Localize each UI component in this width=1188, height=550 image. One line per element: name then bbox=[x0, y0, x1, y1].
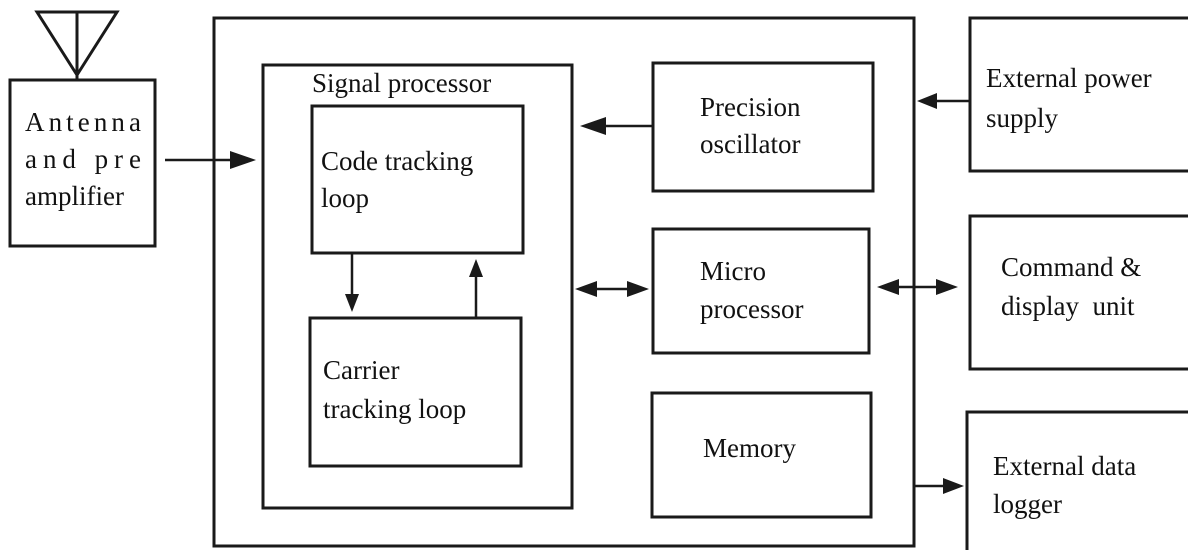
antenna-label-line-1: Antenna bbox=[25, 107, 141, 137]
carrier-tracking-loop-block: Carrier tracking loop bbox=[308, 316, 523, 468]
micro-processor-label-line-2: processor bbox=[700, 294, 803, 324]
antenna-label-line-3: amplifier bbox=[25, 181, 124, 211]
carrier-tracking-label-line-1: Carrier bbox=[323, 355, 399, 385]
arrow-code-to-carrier bbox=[345, 253, 359, 312]
memory-block: Memory bbox=[650, 391, 873, 519]
command-display-unit-block: Command & display unit bbox=[968, 214, 1188, 371]
arrow-power-to-receiver bbox=[917, 93, 970, 109]
arrow-oscillator-to-signal-processor bbox=[580, 117, 653, 135]
antenna-preamp-block: Antenna and pre amplifier bbox=[8, 78, 157, 248]
arrow-signal-processor-micro-processor bbox=[575, 281, 649, 297]
receiver-enclosure bbox=[212, 16, 916, 548]
precision-oscillator-label-line-1: Precision bbox=[700, 92, 801, 122]
external-power-label-line-1: External power bbox=[986, 63, 1152, 93]
external-power-label-line-2: supply bbox=[986, 103, 1059, 133]
carrier-tracking-label-line-2: tracking loop bbox=[323, 394, 466, 424]
antenna-icon bbox=[34, 10, 120, 80]
arrow-antenna-to-signal-processor bbox=[165, 151, 256, 169]
command-display-label-line-1: Command & bbox=[1001, 252, 1141, 282]
arrow-carrier-to-code bbox=[469, 259, 483, 318]
arrow-receiver-to-data-logger bbox=[914, 478, 964, 494]
external-power-supply-block: External power supply bbox=[968, 16, 1188, 173]
memory-label: Memory bbox=[703, 433, 796, 463]
code-tracking-label-line-2: loop bbox=[321, 183, 369, 213]
micro-processor-block: Micro processor bbox=[651, 227, 871, 355]
code-tracking-label-line-1: Code tracking bbox=[321, 146, 473, 176]
precision-oscillator-block: Precision oscillator bbox=[651, 61, 875, 193]
signal-processor-label: Signal processor bbox=[312, 68, 491, 98]
micro-processor-label-line-1: Micro bbox=[700, 256, 766, 286]
data-logger-label-line-2: logger bbox=[993, 489, 1062, 519]
data-logger-label-line-1: External data bbox=[993, 451, 1136, 481]
command-display-label-line-2: display unit bbox=[1001, 291, 1135, 321]
arrow-micro-processor-command-display bbox=[877, 279, 958, 295]
external-data-logger-block: External data logger bbox=[965, 410, 1188, 550]
signal-processor-block: Signal processor bbox=[261, 63, 574, 510]
precision-oscillator-label-line-2: oscillator bbox=[700, 129, 800, 159]
code-tracking-loop-block: Code tracking loop bbox=[310, 104, 525, 255]
antenna-label-line-2: and pre bbox=[25, 144, 141, 174]
